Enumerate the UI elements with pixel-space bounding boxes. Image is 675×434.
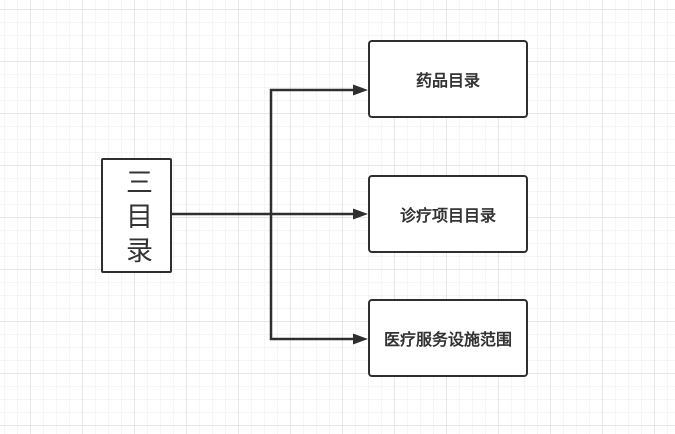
node-treatment-item-catalog-label: 诊疗项目目录 (399, 208, 496, 225)
arrowhead-bottom (353, 333, 368, 345)
node-treatment-item-catalog[interactable]: 诊疗项目目录 (368, 175, 528, 253)
connector-root-to-top[interactable] (269, 88, 353, 214)
node-medical-service-facility-scope-label: 医疗服务设施范围 (383, 332, 512, 349)
arrowhead-top (353, 84, 368, 96)
node-three-catalogs-label: 三目录 (122, 168, 152, 270)
node-drug-catalog[interactable]: 药品目录 (368, 40, 528, 118)
node-drug-catalog-label: 药品目录 (415, 73, 480, 90)
node-three-catalogs[interactable]: 三目录 (101, 158, 172, 273)
arrowhead-middle (353, 208, 368, 220)
node-medical-service-facility-scope[interactable]: 医疗服务设施范围 (368, 299, 528, 377)
connector-root-to-bottom[interactable] (269, 214, 353, 341)
